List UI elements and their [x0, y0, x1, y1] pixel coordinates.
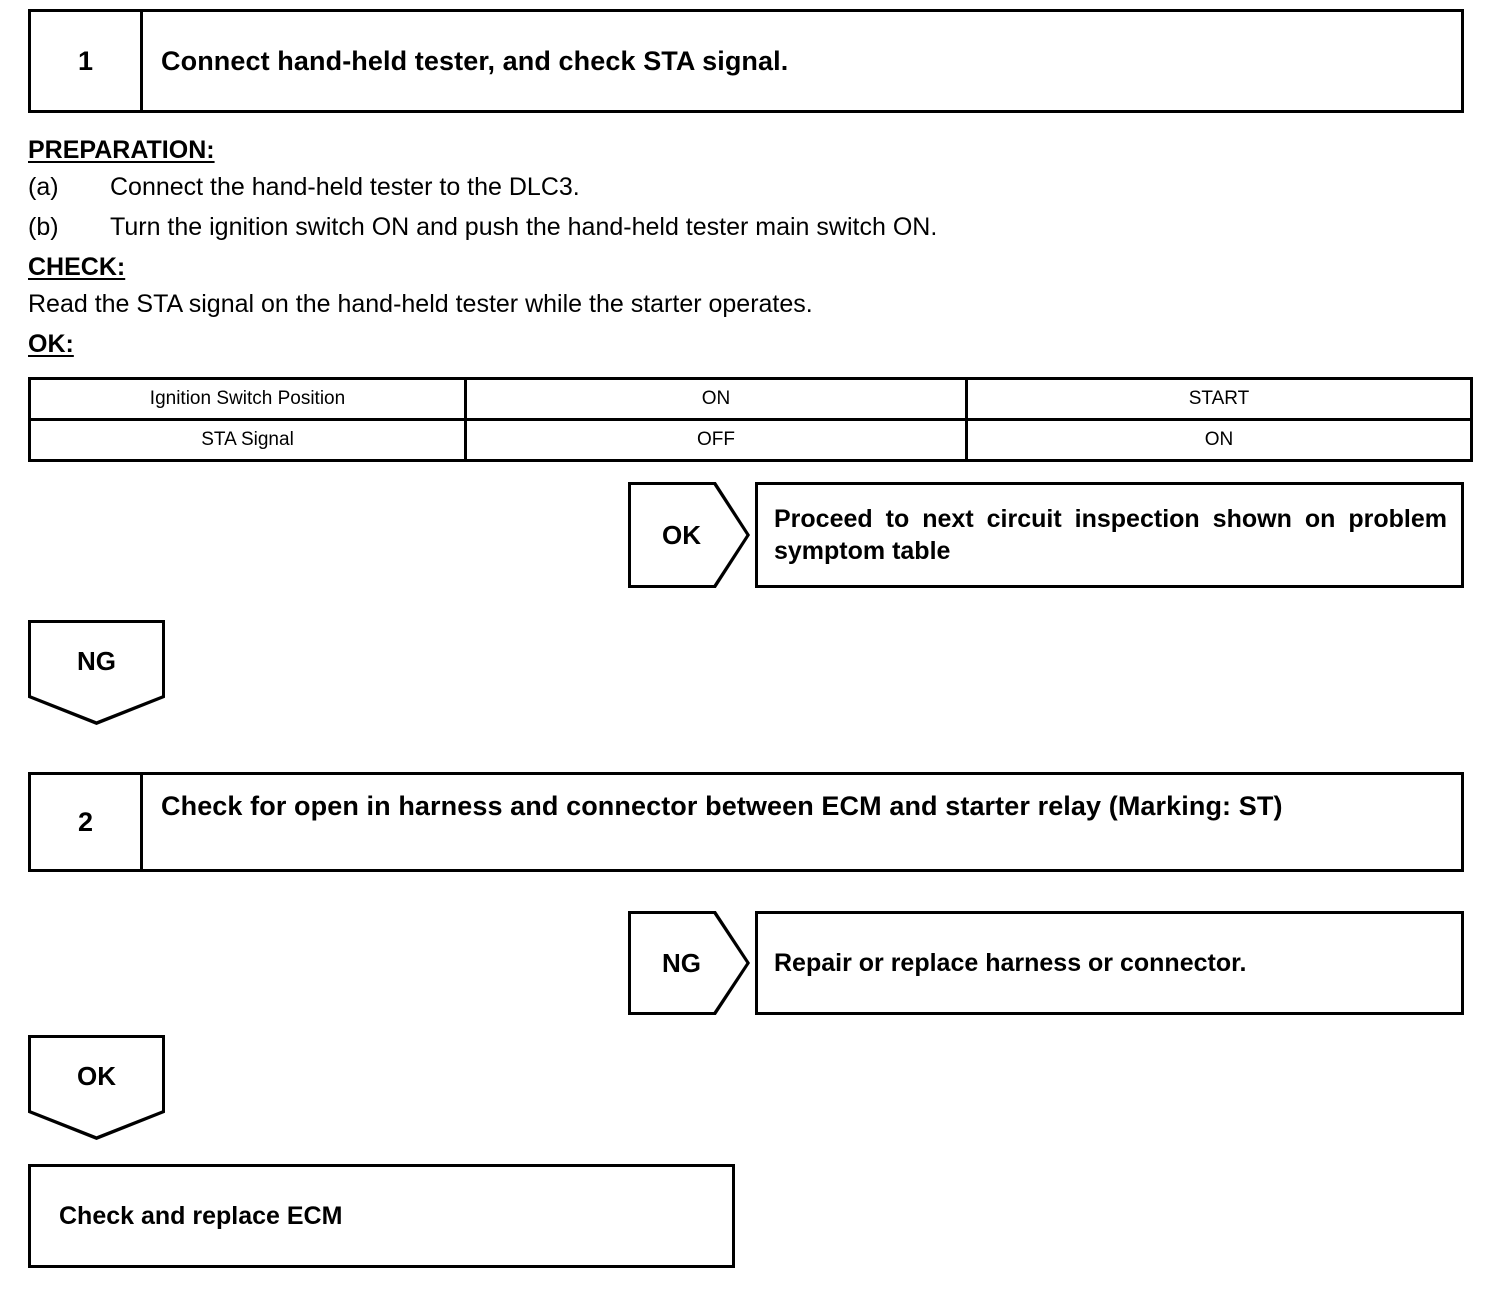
- judgement-ng-step1: NG: [28, 620, 165, 725]
- cell-sta-signal: STA Signal: [28, 418, 467, 462]
- judgement-ng-step2-label: NG: [662, 947, 701, 978]
- preparation-item-b-text: Turn the ignition switch ON and push the…: [110, 213, 938, 241]
- cell-sta-on: ON: [965, 418, 1473, 462]
- step-1-number: 1: [31, 12, 143, 110]
- judgement-ok-step2-label: OK: [77, 1061, 116, 1091]
- spec-table: Ignition Switch Position ON START STA Si…: [28, 377, 1473, 462]
- outcome-proceed-next-inspection-text: Proceed to next circuit inspection shown…: [774, 504, 1447, 566]
- step-2-title: Check for open in harness and connector …: [161, 791, 1283, 821]
- outcome-proceed-next-inspection: Proceed to next circuit inspection shown…: [755, 482, 1464, 588]
- preparation-item-a-marker: (a): [28, 173, 59, 201]
- step-2-box: 2 Check for open in harness and connecto…: [28, 772, 1464, 872]
- outcome-repair-replace-harness: Repair or replace harness or connector.: [755, 911, 1464, 1015]
- ok-heading: OK:: [28, 330, 74, 358]
- judgement-ok-step1-label: OK: [662, 519, 701, 550]
- outcome-check-replace-ecm: Check and replace ECM: [28, 1164, 735, 1268]
- cell-ignition-switch-position: Ignition Switch Position: [28, 377, 467, 421]
- table-row: STA Signal OFF ON: [28, 418, 1473, 462]
- step-1-title: Connect hand-held tester, and check STA …: [161, 45, 789, 76]
- judgement-ng-step2: NG: [628, 911, 750, 1015]
- preparation-item-a-text: Connect the hand-held tester to the DLC3…: [110, 173, 580, 201]
- step-2-number: 2: [31, 775, 143, 869]
- outcome-repair-replace-harness-text: Repair or replace harness or connector.: [774, 948, 1247, 977]
- table-row: Ignition Switch Position ON START: [28, 377, 1473, 421]
- preparation-item-b-marker: (b): [28, 213, 59, 241]
- cell-ignition-on: ON: [464, 377, 968, 421]
- judgement-ok-step2: OK: [28, 1035, 165, 1140]
- outcome-check-replace-ecm-text: Check and replace ECM: [59, 1201, 343, 1230]
- check-text: Read the STA signal on the hand-held tes…: [28, 290, 813, 318]
- cell-sta-off: OFF: [464, 418, 968, 462]
- cell-ignition-start: START: [965, 377, 1473, 421]
- step-1-box: 1 Connect hand-held tester, and check ST…: [28, 9, 1464, 113]
- preparation-heading: PREPARATION:: [28, 136, 215, 164]
- check-heading: CHECK:: [28, 253, 126, 281]
- judgement-ok-step1: OK: [628, 482, 750, 588]
- judgement-ng-step1-label: NG: [77, 646, 116, 676]
